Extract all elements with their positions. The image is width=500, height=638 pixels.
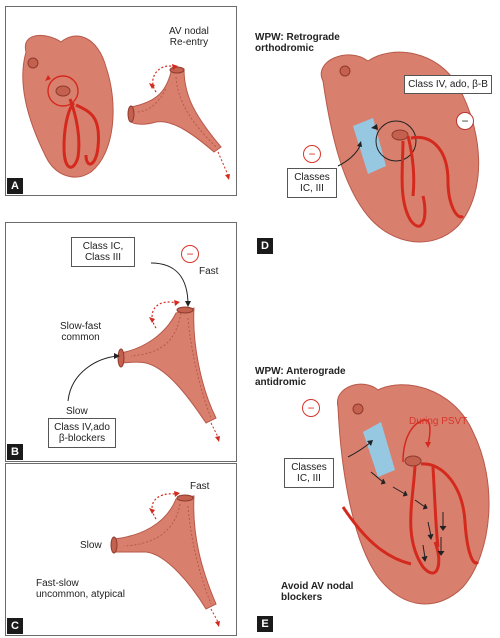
vessel-opening	[27, 57, 39, 69]
av-node-tube	[130, 68, 222, 153]
panel-b: Class IC, Class III − Fast Slow-fast com…	[5, 222, 237, 462]
class-ic-iii-box: Class IC, Class III	[71, 237, 135, 267]
inhibit-minus-icon: −	[302, 399, 320, 417]
reentry-dotted-arc	[152, 65, 175, 93]
fast-slow-caption: Fast-slow uncommon, atypical	[36, 578, 125, 600]
reentry-circle	[375, 120, 417, 162]
accessory-pathway	[363, 422, 395, 477]
panel-b-illustration	[67, 262, 220, 442]
panel-e-illustration	[337, 383, 490, 605]
avoid-av-nodal-blockers: Avoid AV nodal blockers	[281, 581, 354, 603]
inhibit-minus-icon: −	[181, 245, 199, 263]
slow-label: Slow	[66, 406, 88, 417]
heart-shape	[22, 34, 114, 178]
bundle-branches	[400, 135, 465, 228]
reentry-dotted-arc	[151, 493, 177, 520]
inhibit-minus-icon: −	[303, 145, 321, 163]
vessel-opening	[352, 403, 364, 415]
panel-d: WPW: Retrograde orthodromic Class IV, ad…	[253, 6, 498, 254]
psvt-loop	[402, 419, 431, 463]
av-node-ellipse	[404, 455, 422, 467]
vessel-opening	[339, 65, 351, 77]
slow-pointer	[67, 355, 119, 402]
class-iv-ado-box: Class IV, ado, β-B	[404, 75, 492, 94]
classes-pointer	[337, 145, 361, 167]
during-psvt-label: During PSVT	[409, 416, 468, 427]
reentry-dotted-arc	[151, 301, 177, 329]
classes-ic-iii-box: Classes IC, III	[287, 168, 337, 198]
accessory-pathway	[353, 118, 386, 174]
reentry-circle	[47, 75, 79, 107]
panel-d-illustration	[320, 51, 480, 243]
slow-fast-label: Slow-fast common	[60, 321, 102, 343]
slow-label: Slow	[80, 540, 102, 551]
panel-a: AV nodal Re-entry A	[5, 6, 237, 196]
reentry-arrow	[45, 75, 51, 81]
panel-d-letter: D	[257, 238, 273, 254]
fast-pointer	[150, 262, 189, 306]
bundle-branches	[409, 462, 480, 575]
panel-a-letter: A	[7, 178, 23, 194]
classes-ic-iii-box: Classes IC, III	[284, 458, 334, 488]
class-iv-box: Class IV,ado β-blockers	[48, 418, 116, 448]
panel-e-letter: E	[257, 616, 273, 632]
av-node-ellipse	[55, 85, 71, 97]
fast-label: Fast	[190, 481, 210, 492]
bundle-branches	[62, 98, 101, 169]
conduction-arrows	[370, 471, 447, 563]
fast-label: Fast	[199, 266, 219, 277]
panel-c-illustration	[110, 491, 220, 627]
panel-e-title: WPW: Anterograde antidromic	[255, 366, 346, 388]
av-node-ellipse	[391, 129, 409, 141]
panel-d-title: WPW: Retrograde orthodromic	[255, 32, 340, 54]
panel-e: WPW: Anterograde antidromic − During PSV…	[253, 362, 498, 636]
panel-a-title: AV nodal Re-entry	[169, 26, 209, 48]
pathway-tube	[120, 307, 217, 424]
panel-a-illustration	[22, 34, 230, 180]
heart-shape	[320, 51, 480, 243]
pathway-tube	[113, 495, 217, 610]
inhibit-minus-icon: −	[456, 112, 474, 130]
panel-c: Fast Slow Fast-slow uncommon, atypical C	[5, 463, 237, 636]
panel-c-letter: C	[7, 618, 23, 634]
panel-b-letter: B	[7, 444, 23, 460]
